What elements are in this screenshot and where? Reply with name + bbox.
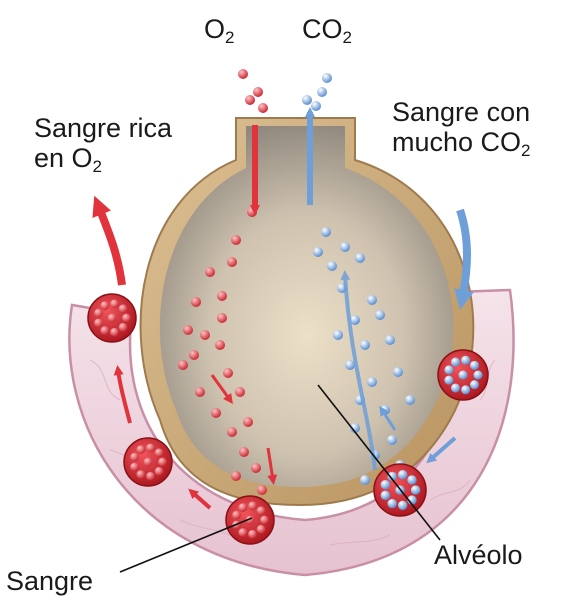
alveolus-cavity xyxy=(159,126,454,487)
rich-blood-line2: en O2 xyxy=(34,143,172,176)
co2-blood-line2-subscript: 2 xyxy=(521,141,531,161)
alveolus-text: Alvéolo xyxy=(434,540,523,570)
rich-blood-line2-text: en O xyxy=(34,143,93,174)
carbon-dioxide-molecule-icon xyxy=(327,261,337,271)
rich-blood-line1: Sangre rica xyxy=(34,113,173,143)
oxygen-molecule-icon xyxy=(227,257,237,267)
carbon-dioxide-molecule-icon xyxy=(367,377,377,387)
oxygen-molecule-icon xyxy=(231,235,241,245)
carbon-dioxide-molecule-icon xyxy=(313,247,323,257)
carbon-dioxide-molecule-icon xyxy=(345,360,355,370)
blood-text: Sangre xyxy=(6,566,94,596)
oxygen-molecule-icon xyxy=(231,471,241,481)
oxygen-molecule-icon xyxy=(215,340,225,350)
carbon-dioxide-molecules xyxy=(302,73,415,485)
rich-blood-out-arrow xyxy=(92,195,126,286)
co2-blood-label: Sangre con mucho CO2 xyxy=(392,97,531,160)
carbon-dioxide-molecule-icon xyxy=(350,423,360,433)
red-blood-cell-icon xyxy=(437,349,489,401)
carbon-dioxide-molecule-icon xyxy=(302,95,312,105)
oxygen-molecule-icon xyxy=(258,103,268,113)
capillary-flow-arrow-1 xyxy=(426,436,457,464)
carbon-dioxide-molecule-icon xyxy=(355,253,365,263)
carbon-dioxide-molecule-icon xyxy=(340,242,350,252)
blood-label: Sangre xyxy=(6,566,93,596)
oxygen-molecule-icon xyxy=(200,330,210,340)
capillary-flow-arrow-3 xyxy=(188,488,212,510)
carbon-dioxide-molecule-icon xyxy=(405,395,415,405)
carbon-dioxide-molecule-icon xyxy=(375,310,385,320)
carbon-dioxide-molecule-icon xyxy=(311,101,321,111)
oxygen-molecule-icon xyxy=(239,447,249,457)
oxygen-molecule-icon xyxy=(235,387,245,397)
oxygen-molecule-icon xyxy=(253,87,263,97)
oxygen-molecules xyxy=(178,69,268,495)
o2-top-label: O2 xyxy=(204,14,234,47)
rich-blood-label: Sangre rica en O2 xyxy=(34,113,172,176)
co2-blood-line1: Sangre con xyxy=(392,97,531,127)
oxygen-molecule-icon xyxy=(243,417,253,427)
carbon-dioxide-molecule-icon xyxy=(321,227,331,237)
oxygen-molecule-icon xyxy=(178,360,188,370)
carbon-dioxide-molecule-icon xyxy=(333,330,343,340)
red-blood-cell-icon xyxy=(87,293,137,343)
alveolus-leader-line xyxy=(317,384,441,541)
carbon-dioxide-molecule-icon xyxy=(393,367,403,377)
co2-blood-in-arrow xyxy=(454,208,474,310)
o2-top-text: O xyxy=(204,14,226,44)
co2-top-text: CO xyxy=(302,14,343,44)
oxygen-molecule-icon xyxy=(217,313,227,323)
carbon-dioxide-molecule-icon xyxy=(317,87,327,97)
oxygen-molecule-icon xyxy=(205,267,215,277)
oxygen-molecule-icon xyxy=(189,350,199,360)
co2-blood-line2: mucho CO2 xyxy=(392,127,531,160)
oxygen-molecule-icon xyxy=(251,463,261,473)
blood-leader-line xyxy=(119,517,253,573)
rich-blood-line2-subscript: 2 xyxy=(92,157,103,177)
o2-diffusion-arrow-2 xyxy=(266,447,278,485)
oxygen-molecule-icon xyxy=(238,69,248,79)
co2-diffusion-arrow-1 xyxy=(340,270,377,471)
carbon-dioxide-molecule-icon xyxy=(360,475,370,485)
carbon-dioxide-molecule-icon xyxy=(360,340,370,350)
o2-top-subscript: 2 xyxy=(225,28,235,47)
alveolus-label: Alvéolo xyxy=(434,540,523,570)
carbon-dioxide-molecule-icon xyxy=(385,335,395,345)
carbon-dioxide-molecule-icon xyxy=(387,435,397,445)
o2-diffusion-arrow-1 xyxy=(210,374,233,405)
red-blood-cell-icon xyxy=(225,495,275,545)
capillary-flow-arrow-2 xyxy=(113,365,132,424)
carbon-dioxide-molecule-icon xyxy=(367,295,377,305)
oxygen-molecule-icon xyxy=(195,387,205,397)
oxygen-molecule-icon xyxy=(191,297,201,307)
oxygen-molecule-icon xyxy=(223,368,233,378)
red-blood-cell-icon xyxy=(123,437,173,487)
carbon-dioxide-molecule-icon xyxy=(350,315,360,325)
oxygen-molecule-icon xyxy=(217,291,227,301)
co2-top-label: CO2 xyxy=(302,14,352,47)
oxygen-molecule-icon xyxy=(245,95,255,105)
oxygen-molecule-icon xyxy=(257,485,267,495)
oxygen-molecule-icon xyxy=(227,427,237,437)
co2-top-subscript: 2 xyxy=(342,28,352,47)
oxygen-molecule-icon xyxy=(183,325,193,335)
co2-blood-line2-text: mucho CO xyxy=(392,127,522,158)
oxygen-molecule-icon xyxy=(211,408,221,418)
carbon-dioxide-molecule-icon xyxy=(322,73,332,83)
co2-diffusion-arrow-2 xyxy=(379,405,397,431)
